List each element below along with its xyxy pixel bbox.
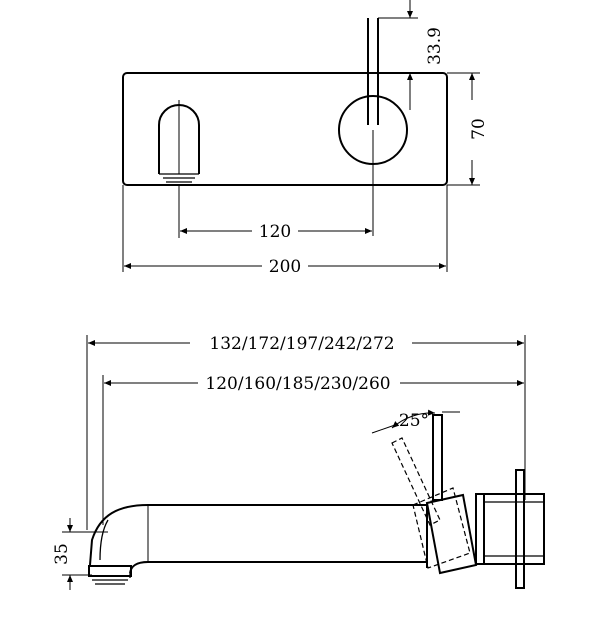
- dim-height-label: 70: [469, 118, 489, 140]
- mixer-handle-side: [432, 414, 443, 501]
- dim-33-9: 33.9: [378, 0, 445, 110]
- dim-overall-length-label: 132/172/197/242/272: [209, 334, 394, 354]
- front-view: 33.9 70 120 200: [122, 0, 489, 277]
- dim-spout-height: 35: [52, 518, 108, 590]
- dim-spout-length-label: 120/160/185/230/260: [205, 374, 390, 394]
- spout-side: [88, 504, 427, 585]
- dim-spout-length: 120/160/185/230/260: [102, 374, 524, 525]
- dim-overall-length: 132/172/197/242/272: [86, 334, 526, 530]
- mixer-body-side: [425, 469, 545, 589]
- dim-handle-offset-label: 33.9: [425, 27, 445, 65]
- dim-spout-height-label: 35: [52, 543, 72, 565]
- dim-handle-angle: 25°: [371, 409, 460, 434]
- dim-120: 120: [178, 186, 372, 242]
- dim-width-label: 200: [269, 257, 301, 277]
- side-view: 132/172/197/242/272 120/160/185/230/260: [52, 334, 545, 590]
- spout-outlet-front: [158, 100, 200, 183]
- mixer-handle-front: [338, 18, 408, 236]
- dim-200: 200: [122, 185, 448, 277]
- dim-handle-angle-label: 25°: [399, 411, 429, 431]
- dim-70: 70: [447, 72, 489, 186]
- wall-plate: [122, 72, 448, 186]
- dim-spout-to-handle-label: 120: [259, 222, 291, 242]
- mixer-handle-tilted: [391, 437, 471, 569]
